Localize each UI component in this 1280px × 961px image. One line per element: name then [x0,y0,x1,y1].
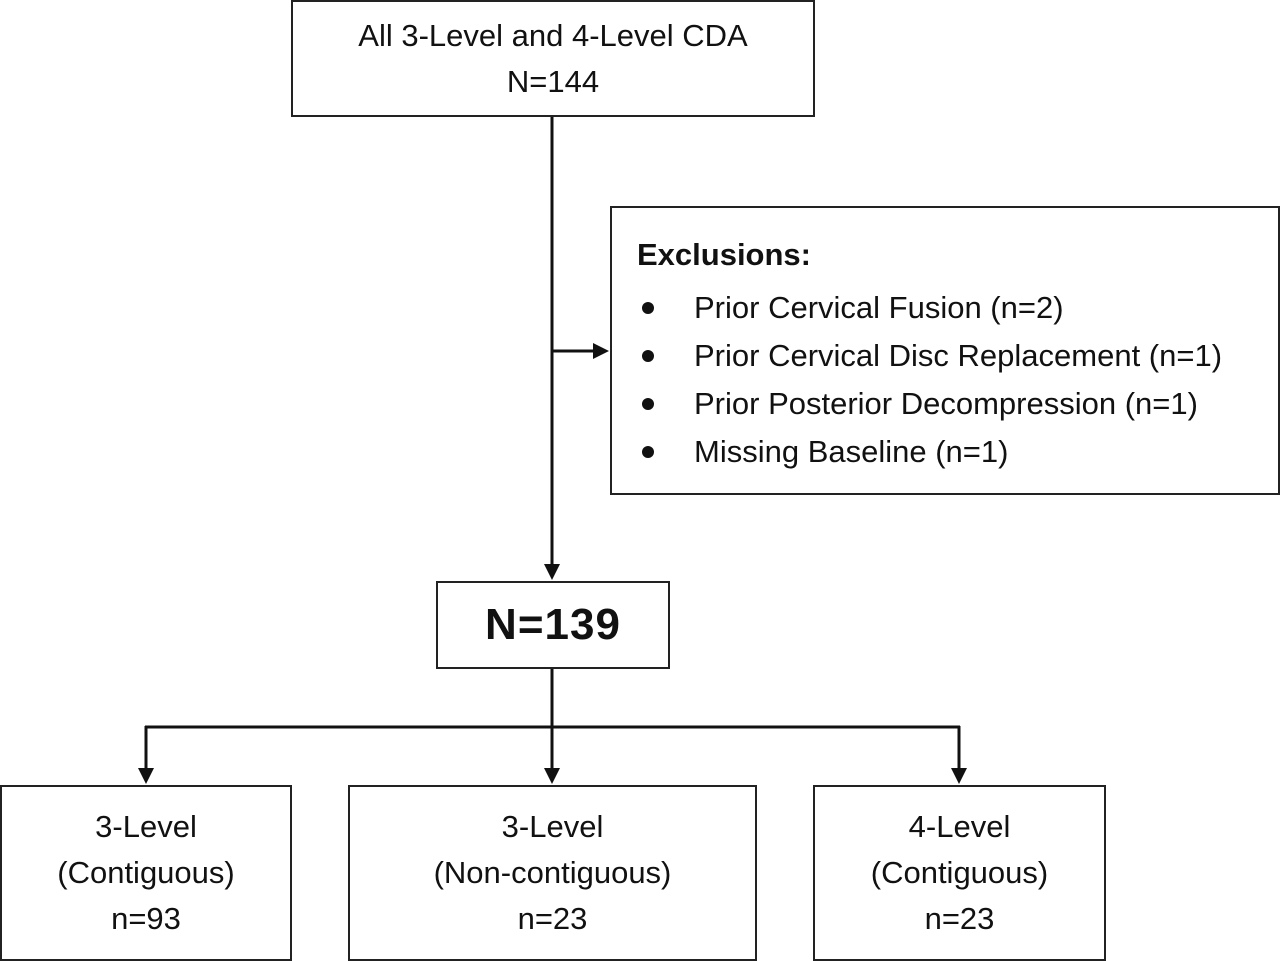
group-count: n=93 [111,901,181,936]
arrowhead-middle [544,564,560,580]
group-box-3-level-non-contiguous: 3-Level (Non-contiguous) n=23 [348,785,757,961]
group-level-label: 3-Level [501,809,604,844]
all-cda-box: All 3-Level and 4-Level CDA N=144 [291,0,815,117]
exclusion-item-label: Missing Baseline (n=1) [694,434,1009,469]
bullet-icon [642,302,654,314]
exclusion-item: Prior Cervical Disc Replacement (n=1) [612,332,1272,380]
group-type-label: (Non-contiguous) [433,855,672,890]
arrowhead-group-b [544,768,560,784]
exclusion-item: Missing Baseline (n=1) [612,428,1272,476]
exclusions-title: Exclusions: [637,237,811,272]
exclusion-item-label: Prior Cervical Fusion (n=2) [694,290,1064,325]
arrowhead-group-a [138,768,154,784]
bullet-icon [642,398,654,410]
bullet-icon [642,446,654,458]
group-count: n=23 [924,901,995,936]
included-box: N=139 [436,581,670,669]
all-cda-count: N=144 [506,63,600,99]
all-cda-label: All 3-Level and 4-Level CDA [358,17,748,53]
exclusions-box: Exclusions: Prior Cervical Fusion (n=2) … [610,206,1280,495]
included-count: N=139 [485,600,621,649]
group-level-label: 3-Level [95,809,197,844]
group-level-label: 4-Level [908,809,1011,844]
group-box-4-level-contiguous: 4-Level (Contiguous) n=23 [813,785,1106,961]
exclusion-item-label: Prior Posterior Decompression (n=1) [694,386,1198,421]
exclusion-item-label: Prior Cervical Disc Replacement (n=1) [694,338,1223,373]
group-type-label: (Contiguous) [870,855,1049,890]
group-box-3-level-contiguous: 3-Level (Contiguous) n=93 [0,785,292,961]
bullet-icon [642,350,654,362]
arrowhead-group-c [951,768,967,784]
exclusion-item: Prior Posterior Decompression (n=1) [612,380,1272,428]
group-type-label: (Contiguous) [57,855,235,890]
exclusion-item: Prior Cervical Fusion (n=2) [612,284,1272,332]
arrowhead-exclusions [593,343,609,359]
group-count: n=23 [517,901,588,936]
